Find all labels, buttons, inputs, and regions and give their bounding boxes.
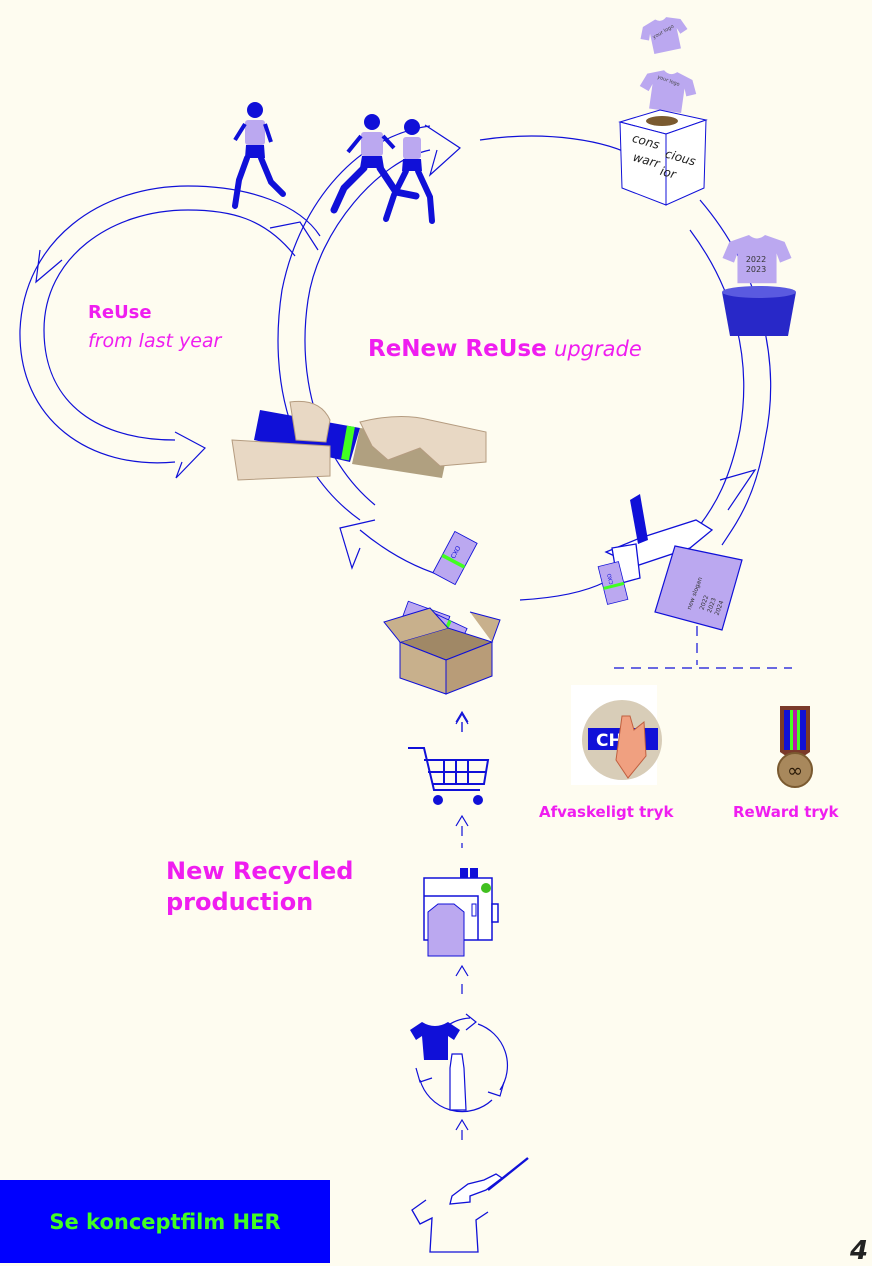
concept-film-button[interactable]: Se konceptfilm HER [0, 1180, 330, 1263]
bandage-box [383, 530, 501, 695]
shopping-cart-icon [408, 747, 490, 805]
svg-text:2022: 2022 [746, 255, 766, 264]
sketching-hand-icon [411, 1157, 529, 1253]
svg-text:CH: CH [596, 731, 623, 751]
svg-text:2023: 2023 [706, 597, 718, 614]
conscious-warrior-box: your logo your logo cons cious warr ior [618, 13, 708, 206]
new-recycled-line2: production [166, 888, 314, 916]
sewing-machine-icon [423, 868, 499, 957]
washable-print-label: Afvaskeligt tryk [539, 803, 674, 821]
svg-text:2023: 2023 [746, 265, 766, 274]
reuse-loop [19, 185, 321, 479]
runner-figures [232, 102, 435, 224]
renew-subtitle: upgrade [554, 337, 642, 361]
new-recycled-label: New Recycled production [166, 856, 353, 918]
reuse-title: ReUse [88, 302, 152, 323]
renew-label: ReNew ReUse upgrade [368, 336, 642, 362]
recycling-icon [410, 1013, 509, 1113]
dashed-connectors [461, 626, 792, 1146]
page-number: 4 [850, 1236, 869, 1266]
handover-hands [231, 400, 487, 481]
renew-title: ReNew ReUse [368, 336, 547, 362]
reuse-subtitle: from last year [88, 330, 222, 352]
svg-text:2022: 2022 [699, 594, 711, 611]
reward-print-label: ReWard tryk [733, 803, 839, 821]
svg-text:2024: 2024 [714, 600, 726, 617]
heat-press: new slogan 2022 2023 2024 [597, 494, 743, 631]
svg-text:ior: ior [659, 164, 679, 182]
wash-tub: 2022 2023 [722, 235, 796, 336]
washable-print-icon: CH [571, 685, 662, 785]
new-recycled-line1: New Recycled [166, 857, 354, 885]
reward-medal-icon: ∞ [777, 706, 813, 788]
svg-text:∞: ∞ [787, 760, 803, 782]
